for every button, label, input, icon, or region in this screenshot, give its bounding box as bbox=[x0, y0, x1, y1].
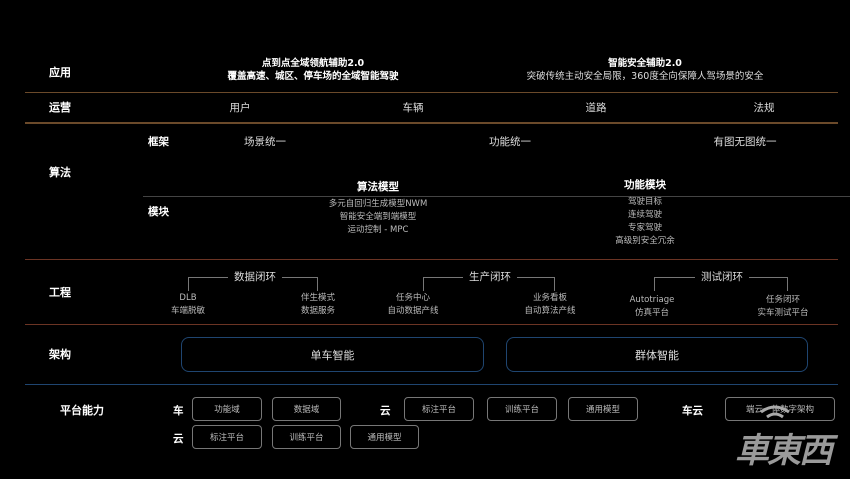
model-items: 多元自回归生成模型NWM 智能安全端到端模型 运动控制 - MPC bbox=[329, 198, 428, 237]
eng-left: 任务中心自动数据产线 bbox=[387, 292, 438, 318]
framework-item: 有图无图统一 bbox=[713, 136, 777, 148]
signal-icon bbox=[760, 405, 790, 419]
eng-item: Autotriage bbox=[629, 295, 675, 305]
func-item: 专家驾驶 bbox=[627, 223, 663, 233]
ops-item: 道路 bbox=[585, 102, 607, 114]
carcloud-label: 车云 bbox=[682, 405, 703, 417]
platform-box: 标注平台 bbox=[192, 425, 262, 449]
func-items: 驾驶目标 连续驾驶 专家驾驶 高级别安全冗余 bbox=[615, 196, 675, 248]
row-label-eng: 工程 bbox=[49, 286, 71, 299]
row-label-algo: 算法 bbox=[49, 166, 71, 179]
eng-item: 仿真平台 bbox=[634, 308, 670, 318]
row-label-app: 应用 bbox=[49, 66, 71, 79]
divider bbox=[25, 384, 838, 385]
eng-title: 生产闭环 bbox=[463, 269, 517, 284]
arch-single-vehicle: 单车智能 bbox=[181, 337, 484, 372]
divider bbox=[143, 196, 850, 197]
divider bbox=[25, 259, 838, 260]
row-label-platform: 平台能力 bbox=[60, 404, 104, 417]
eng-item: 业务看板 bbox=[532, 293, 568, 303]
cloud-label: 云 bbox=[380, 405, 391, 417]
app-right-title: 智能安全辅助2.0 bbox=[608, 58, 682, 69]
eng-left: Autotriage 仿真平台 bbox=[630, 294, 675, 320]
cloud2-label: 云 bbox=[173, 433, 184, 445]
eng-item: 自动算法产线 bbox=[524, 306, 576, 316]
arch-fleet: 群体智能 bbox=[506, 337, 808, 372]
ops-item: 法规 bbox=[753, 102, 775, 114]
framework-item: 场景统一 bbox=[244, 136, 286, 148]
func-item: 驾驶目标 bbox=[627, 197, 663, 207]
eng-item: 车端脱敏 bbox=[170, 306, 206, 316]
platform-box: 训练平台 bbox=[272, 425, 341, 449]
eng-item: 任务闭环 bbox=[765, 295, 801, 305]
platform-box: 通用模型 bbox=[568, 397, 638, 421]
func-title: 功能模块 bbox=[624, 179, 666, 191]
model-item: 智能安全端到端模型 bbox=[339, 212, 417, 222]
eng-item: 自动数据产线 bbox=[387, 306, 439, 316]
eng-right: 伴生模式数据服务 bbox=[301, 292, 335, 318]
eng-item: DLB bbox=[179, 293, 197, 303]
model-item: 多元自回归生成模型NWM bbox=[328, 199, 428, 209]
app-left-title: 点到点全域领航辅助2.0 bbox=[261, 58, 365, 69]
row-label-arch: 架构 bbox=[49, 348, 71, 361]
eng-right: 任务闭环实车测试平台 bbox=[757, 294, 808, 320]
eng-left: DLB 车端脱敏 bbox=[171, 292, 205, 318]
app-left-desc: 覆盖高速、城区、停车场的全域智能驾驶 bbox=[227, 71, 399, 82]
eng-item: 伴生模式 bbox=[300, 293, 336, 303]
model-title: 算法模型 bbox=[357, 181, 399, 193]
eng-right: 业务看板自动算法产线 bbox=[524, 292, 575, 318]
platform-box: 训练平台 bbox=[487, 397, 557, 421]
eng-item: 数据服务 bbox=[300, 306, 336, 316]
ops-item: 用户 bbox=[229, 102, 251, 114]
divider bbox=[25, 324, 838, 325]
app-right-desc: 突破传统主动安全局限，360度全向保障人驾场景的安全 bbox=[526, 71, 764, 82]
eng-item: 任务中心 bbox=[395, 293, 431, 303]
framework-label: 框架 bbox=[148, 136, 169, 148]
eng-title: 数据闭环 bbox=[228, 269, 282, 284]
eng-item: 实车测试平台 bbox=[757, 308, 809, 318]
eng-title: 测试闭环 bbox=[695, 269, 749, 284]
platform-box: 端云一体数字架构 bbox=[725, 397, 835, 421]
platform-box: 功能域 bbox=[192, 397, 262, 421]
ops-item: 车辆 bbox=[402, 102, 424, 114]
car-label: 车 bbox=[173, 405, 184, 417]
divider bbox=[25, 122, 838, 124]
func-item: 高级别安全冗余 bbox=[615, 236, 675, 246]
model-item: 运动控制 - MPC bbox=[347, 225, 409, 235]
module-label: 模块 bbox=[148, 206, 169, 218]
func-item: 连续驾驶 bbox=[627, 210, 663, 220]
framework-item: 功能统一 bbox=[489, 136, 531, 148]
platform-box: 数据域 bbox=[272, 397, 341, 421]
row-label-ops: 运营 bbox=[49, 101, 71, 114]
divider bbox=[25, 92, 838, 93]
watermark-logo: 車東西 bbox=[735, 431, 833, 471]
platform-box: 标注平台 bbox=[404, 397, 474, 421]
platform-box: 通用模型 bbox=[350, 425, 419, 449]
